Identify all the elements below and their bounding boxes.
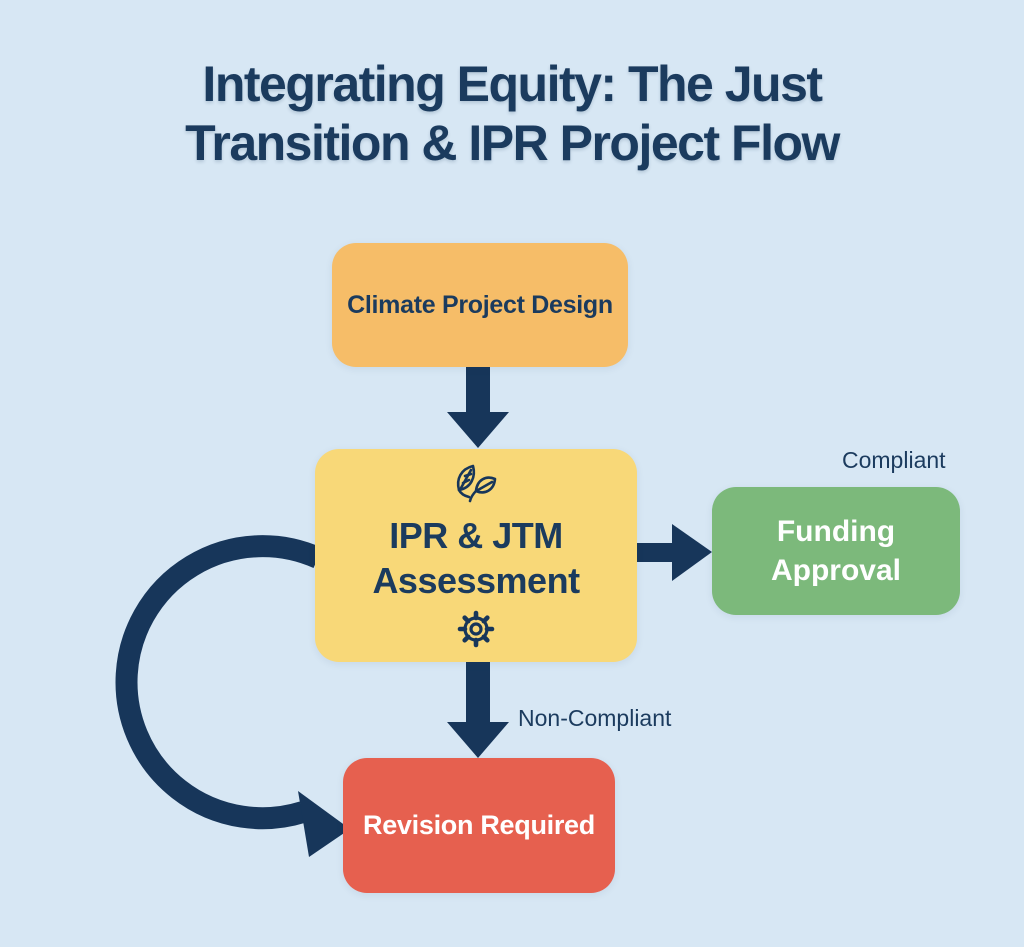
arrow-climate-to-assessment xyxy=(447,362,509,448)
climate-node-label: Climate Project Design xyxy=(347,290,613,319)
funding-node-label: Funding Approval xyxy=(770,515,902,587)
arrow-assessment-to-revision xyxy=(447,658,509,758)
arrow-loop-to-revision xyxy=(115,535,350,857)
page-title: Integrating Equity: The Just Transition … xyxy=(185,56,840,171)
assessment-node-label: IPR & JTM Assessment xyxy=(372,514,580,601)
revision-node-label: Revision Required xyxy=(363,810,595,840)
node-ipr-jtm-assessment: IPR & JTM Assessment xyxy=(315,449,637,662)
gear-icon xyxy=(457,610,495,647)
edge-label-compliant: Compliant xyxy=(842,447,946,473)
leaf-icon xyxy=(456,464,497,502)
node-climate-project-design: Climate Project Design xyxy=(332,243,628,367)
edge-label-non-compliant: Non-Compliant xyxy=(518,705,672,731)
node-revision-required: Revision Required xyxy=(343,758,615,893)
node-funding-approval: Funding Approval xyxy=(712,487,960,615)
arrow-assessment-to-funding xyxy=(634,524,712,581)
